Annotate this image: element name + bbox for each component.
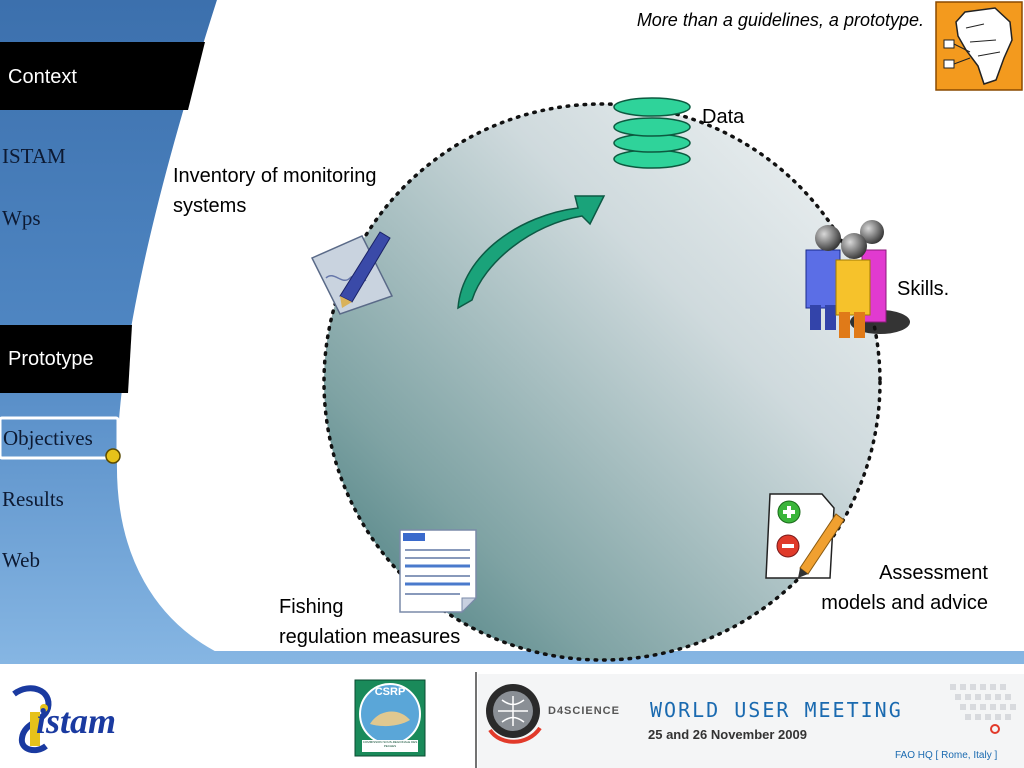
- inventory-pen-icon: [310, 231, 394, 315]
- africa-map-logo: [935, 1, 1023, 91]
- node-label-fishing: Fishing regulation measures: [279, 592, 460, 652]
- banner-dates: 25 and 26 November 2009: [648, 727, 807, 742]
- node-label-assessment: Assessment models and advice: [760, 558, 988, 618]
- fishing-line-1: Fishing: [279, 596, 344, 618]
- nav-item-results[interactable]: Results: [2, 487, 64, 511]
- banner-title: WORLD USER MEETING: [650, 698, 903, 722]
- objectives-highlight: [0, 416, 120, 460]
- prototype-bar: [0, 325, 132, 393]
- nav-item-objectives[interactable]: Objectives: [3, 426, 93, 450]
- meeting-banner-graphic: [478, 674, 1024, 768]
- section-prototype[interactable]: Prototype: [8, 348, 94, 370]
- objectives-marker: [105, 448, 121, 464]
- inventory-line-2: systems: [173, 195, 247, 217]
- section-context[interactable]: Context: [8, 66, 77, 88]
- slide-tagline: More than a guidelines, a prototype.: [636, 10, 924, 30]
- inventory-line-1: Inventory of monitoring: [173, 165, 377, 187]
- assessment-icon: [765, 493, 845, 579]
- assessment-line-2: models and advice: [821, 592, 988, 614]
- fishing-document-icon: [399, 529, 478, 614]
- banner-location: FAO HQ [ Rome, Italy ]: [895, 750, 998, 761]
- node-label-inventory: Inventory of monitoring systems: [173, 161, 376, 221]
- banner-brand: D4SCIENCE: [548, 705, 620, 717]
- nav-item-web[interactable]: Web: [2, 548, 40, 572]
- csrp-logo-text: CSRP: [374, 686, 406, 698]
- csrp-logo-graphic: [354, 679, 426, 757]
- cycle-outline: [322, 102, 882, 662]
- node-label-data: Data: [702, 106, 745, 128]
- csrp-subtitle-text: COMMISSION SOUS-REGIONALE DES PECHES: [362, 740, 418, 748]
- people-icon: [805, 220, 910, 338]
- node-label-skills: Skills.: [897, 278, 950, 300]
- database-icon: [613, 97, 691, 169]
- fishing-line-2: regulation measures: [279, 626, 461, 648]
- nav-item-istam[interactable]: ISTAM: [2, 144, 66, 168]
- istam-logo-text: istam: [36, 701, 117, 741]
- cycle-arrow: [457, 195, 606, 310]
- istam-logo-graphic: [12, 685, 52, 754]
- cycle-circle: [324, 104, 880, 660]
- nav-item-wps[interactable]: Wps: [2, 206, 41, 230]
- assessment-line-1: Assessment: [879, 562, 988, 584]
- context-bar: [0, 42, 205, 110]
